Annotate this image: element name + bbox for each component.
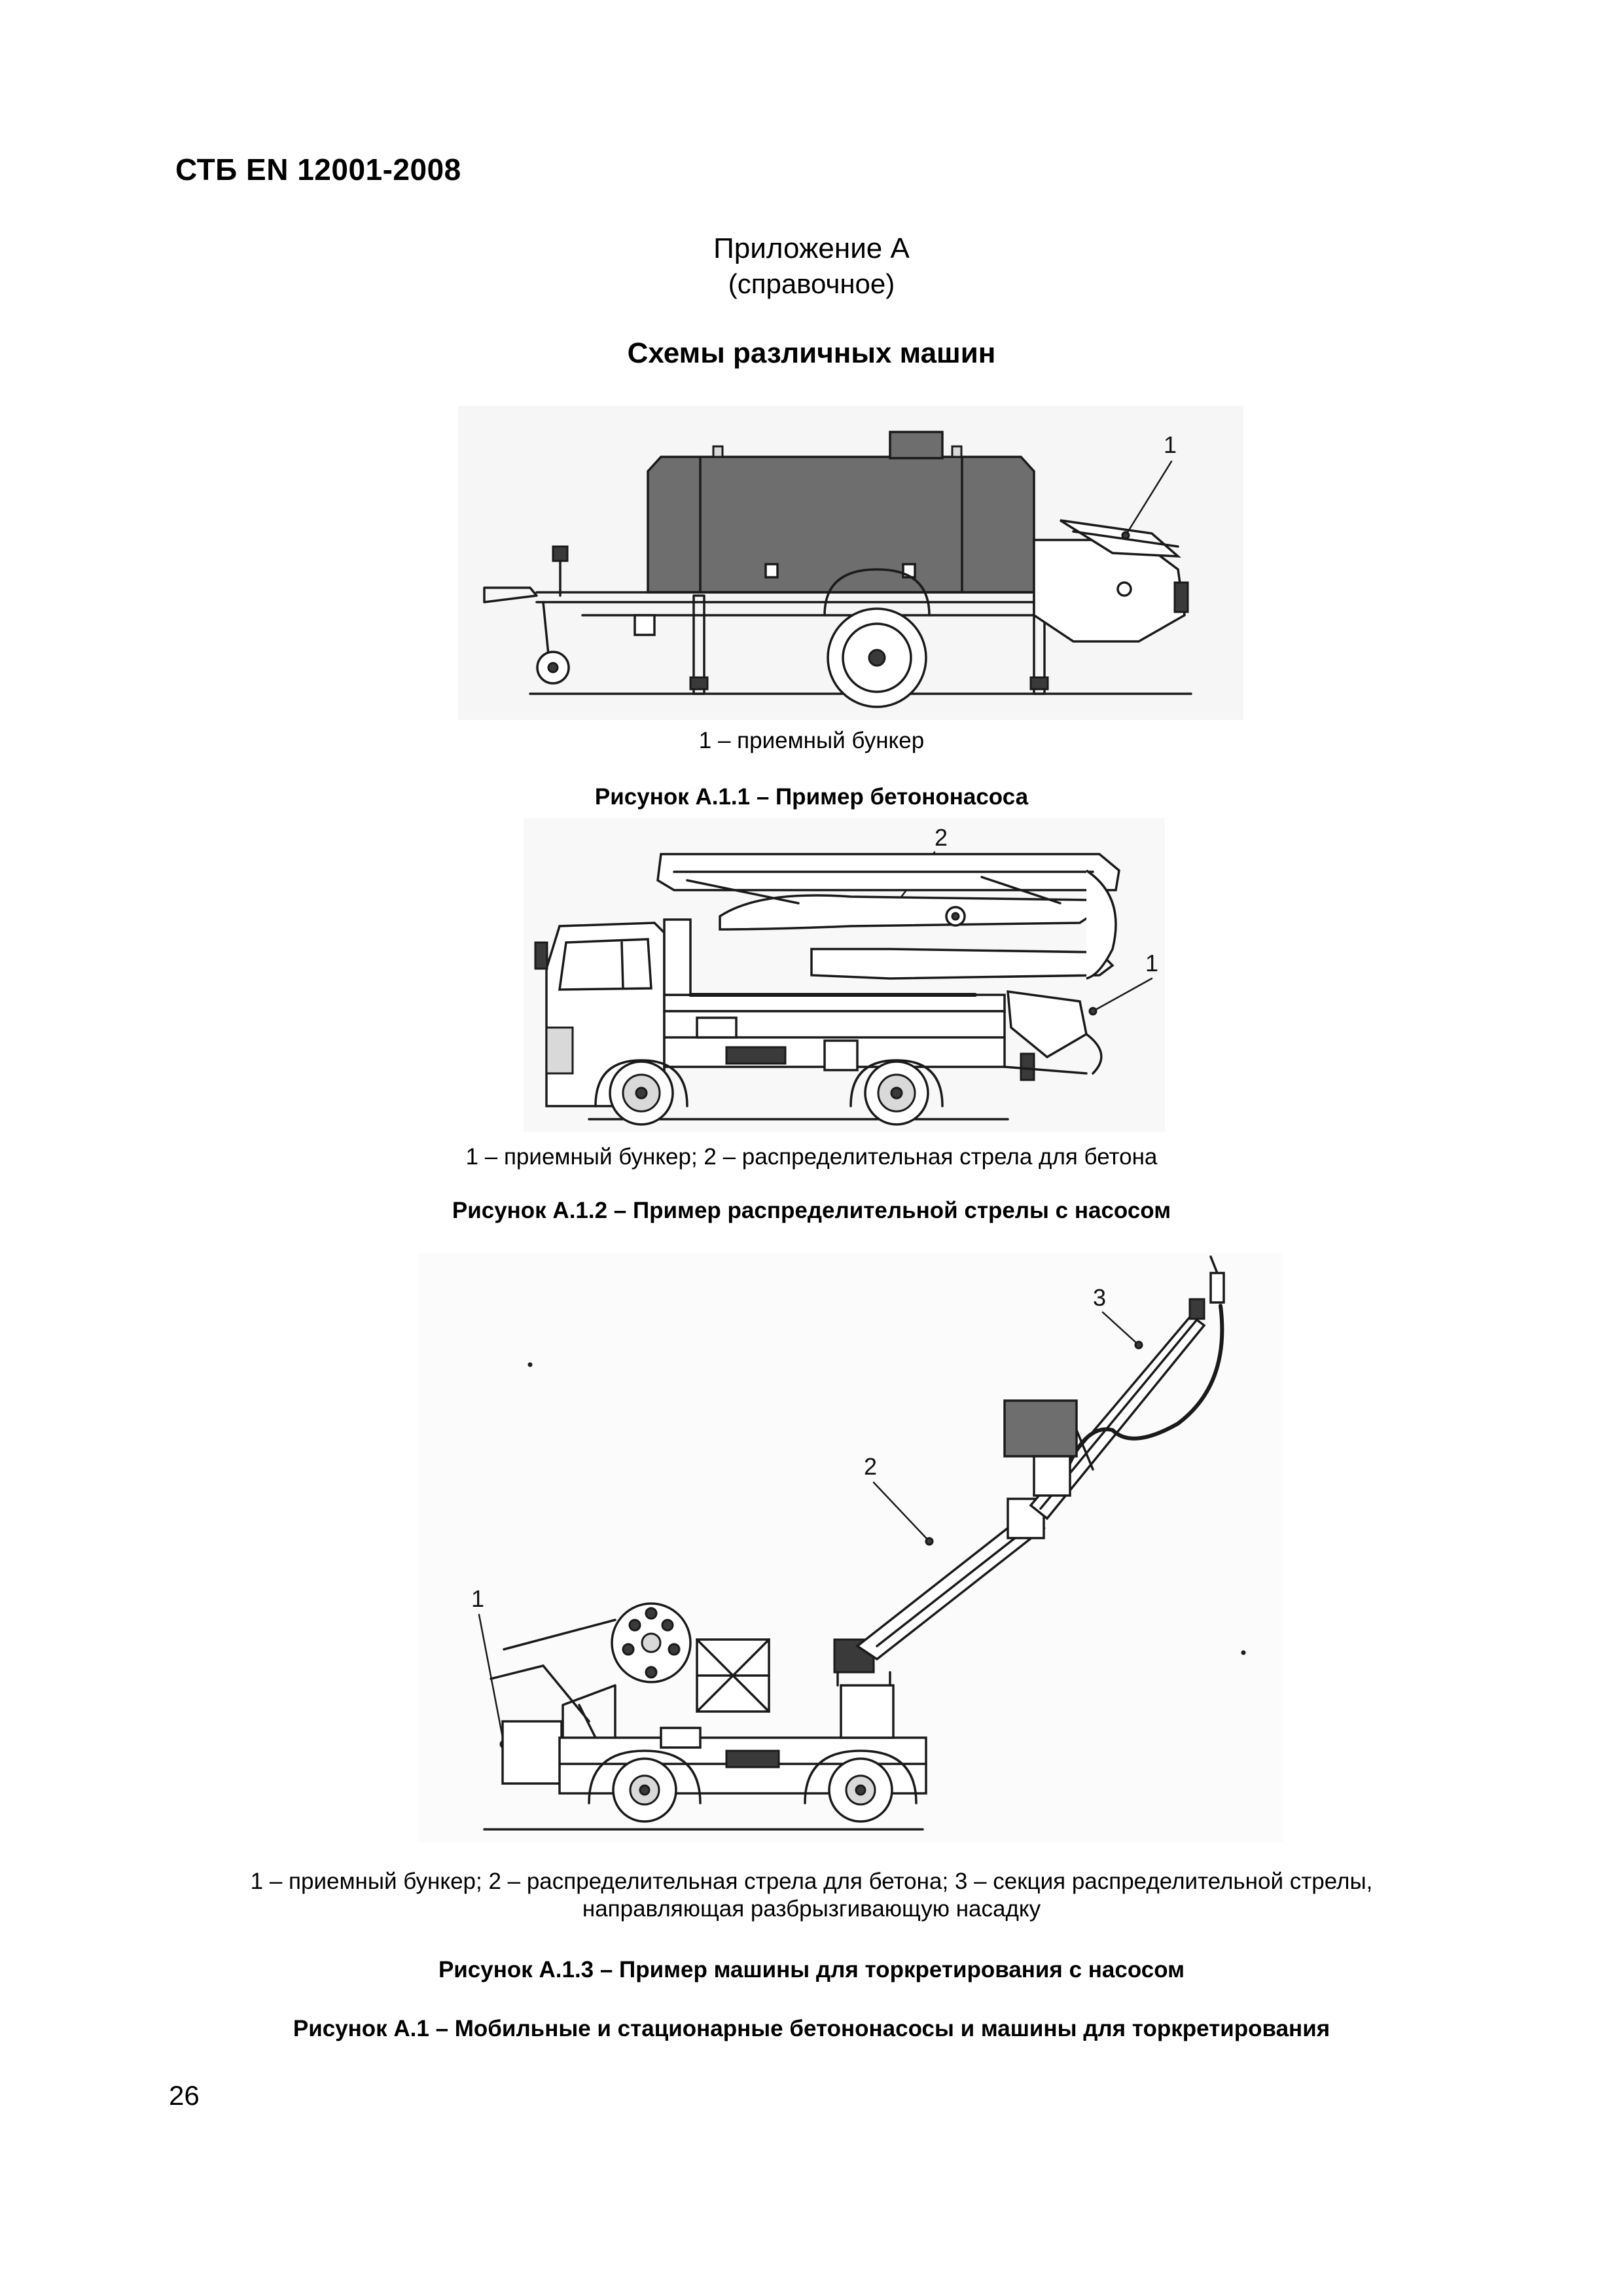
section-title: Схемы различных машин	[627, 337, 996, 369]
figure-legend-line-2: направляющая разбрызгивающую насадку	[582, 1896, 1041, 1922]
figure-caption: Рисунок А.1.3 – Пример машины для торкре…	[438, 1957, 1185, 1982]
callout-label: 1	[471, 1585, 484, 1612]
callout-label: 1	[1145, 950, 1158, 977]
callout-label: 2	[935, 824, 948, 851]
figure-legend: 1 – приемный бункер	[698, 728, 925, 753]
appendix-subtitle: (справочное)	[728, 268, 895, 299]
callout-label: 2	[864, 1453, 877, 1480]
callout-label: 1	[1164, 431, 1177, 458]
figure-concrete-pump-drawing: 1	[458, 406, 1243, 720]
figure-legend: 1 – приемный бункер; 2 – распределительн…	[465, 1144, 1158, 1170]
figure-shotcrete-machine-drawing: 3 2 1	[419, 1253, 1283, 1842]
figure-placing-boom-truck-drawing: 2 1	[524, 818, 1165, 1132]
appendix-title: Приложение А	[713, 232, 910, 264]
figure-caption: Рисунок А.1.1 – Пример бетононасоса	[594, 784, 1029, 810]
page-number: 26	[169, 2080, 200, 2111]
figure-caption: Рисунок А.1.2 – Пример распределительной…	[452, 1198, 1171, 1223]
standard-id: СТБ EN 12001-2008	[175, 152, 461, 187]
main-figure-caption: Рисунок А.1 – Мобильные и стационарные б…	[293, 2016, 1330, 2041]
callout-label: 3	[1093, 1284, 1106, 1311]
figure-legend-line-1: 1 – приемный бункер; 2 – распределительн…	[250, 1869, 1373, 1894]
